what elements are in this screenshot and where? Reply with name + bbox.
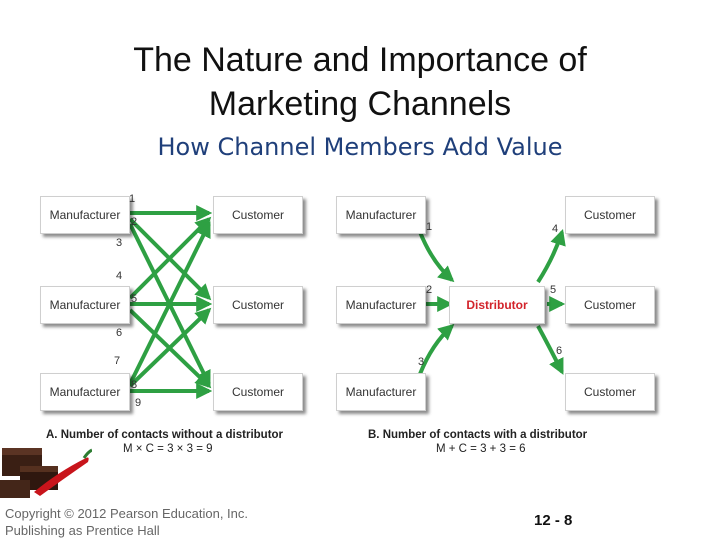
diagram-b-customer-1: Customer bbox=[565, 196, 655, 234]
contact-number-a-2: 2 bbox=[131, 216, 138, 228]
contact-number-a-8: 8 bbox=[131, 379, 138, 391]
diagram-a-formula: M × C = 3 × 3 = 9 bbox=[123, 443, 213, 455]
copyright-line-1: Copyright © 2012 Pearson Education, Inc. bbox=[5, 506, 249, 521]
contact-number-a-9: 9 bbox=[135, 397, 142, 409]
diagram-b-manufacturer-1: Manufacturer bbox=[336, 196, 426, 234]
contact-number-b-2: 2 bbox=[426, 284, 433, 296]
arrow-b-1 bbox=[418, 231, 455, 283]
contact-number-a-6: 6 bbox=[116, 327, 123, 339]
diagram-a-customer-1: Customer bbox=[213, 196, 303, 234]
arrow-a-7 bbox=[128, 221, 211, 385]
diagram-b-customer-3: Customer bbox=[565, 373, 655, 411]
diagram-a-manufacturer-2: Manufacturer bbox=[40, 286, 130, 324]
copyright-notice: Copyright © 2012 Pearson Education, Inc.… bbox=[5, 505, 248, 539]
title-line-1: The Nature and Importance of bbox=[133, 41, 587, 79]
contact-number-a-1: 1 bbox=[129, 193, 136, 205]
diagram-b-formula: M + C = 3 + 3 = 6 bbox=[436, 443, 526, 455]
diagram-b-arrows bbox=[418, 228, 566, 375]
diagram-b-manufacturer-3: Manufacturer bbox=[336, 373, 426, 411]
diagram-b-customer-2: Customer bbox=[565, 286, 655, 324]
contact-number-b-1: 1 bbox=[426, 221, 433, 233]
arrow-a-4 bbox=[128, 216, 212, 300]
diagram-a-caption: A. Number of contacts without a distribu… bbox=[46, 429, 284, 441]
contact-number-b-4: 4 bbox=[552, 223, 559, 235]
arrow-b-4 bbox=[536, 228, 566, 284]
contact-number-a-3: 3 bbox=[116, 237, 123, 249]
arrow-b-3 bbox=[418, 323, 455, 375]
contact-number-b-3: 3 bbox=[418, 356, 425, 368]
distributor-box: Distributor bbox=[449, 286, 545, 324]
title-line-2: Marketing Channels bbox=[208, 85, 512, 123]
contact-number-a-7: 7 bbox=[114, 355, 121, 367]
chocolate-pepper-illustration bbox=[0, 448, 92, 498]
diagram-a-arrows bbox=[128, 205, 213, 399]
contact-number-b-5: 5 bbox=[550, 284, 557, 296]
contact-number-a-5: 5 bbox=[131, 293, 138, 305]
diagram-a-customer-3: Customer bbox=[213, 373, 303, 411]
arrow-a-8 bbox=[128, 307, 212, 388]
contact-number-b-6: 6 bbox=[556, 345, 563, 357]
slide-title: The Nature and Importance of Marketing C… bbox=[0, 38, 720, 126]
diagram-a-manufacturer-3: Manufacturer bbox=[40, 373, 130, 411]
arrow-b-6 bbox=[536, 325, 564, 375]
slide-number: 12 - 8 bbox=[534, 512, 573, 529]
copyright-line-2: Publishing as Prentice Hall bbox=[5, 523, 160, 538]
diagram-b-manufacturer-2: Manufacturer bbox=[336, 286, 426, 324]
diagram-b-caption: B. Number of contacts with a distributor bbox=[368, 429, 588, 441]
diagram-a-manufacturer-1: Manufacturer bbox=[40, 196, 130, 234]
diagram-a-customer-2: Customer bbox=[213, 286, 303, 324]
slide-subtitle: How Channel Members Add Value bbox=[157, 133, 563, 161]
contact-number-a-4: 4 bbox=[116, 270, 123, 282]
